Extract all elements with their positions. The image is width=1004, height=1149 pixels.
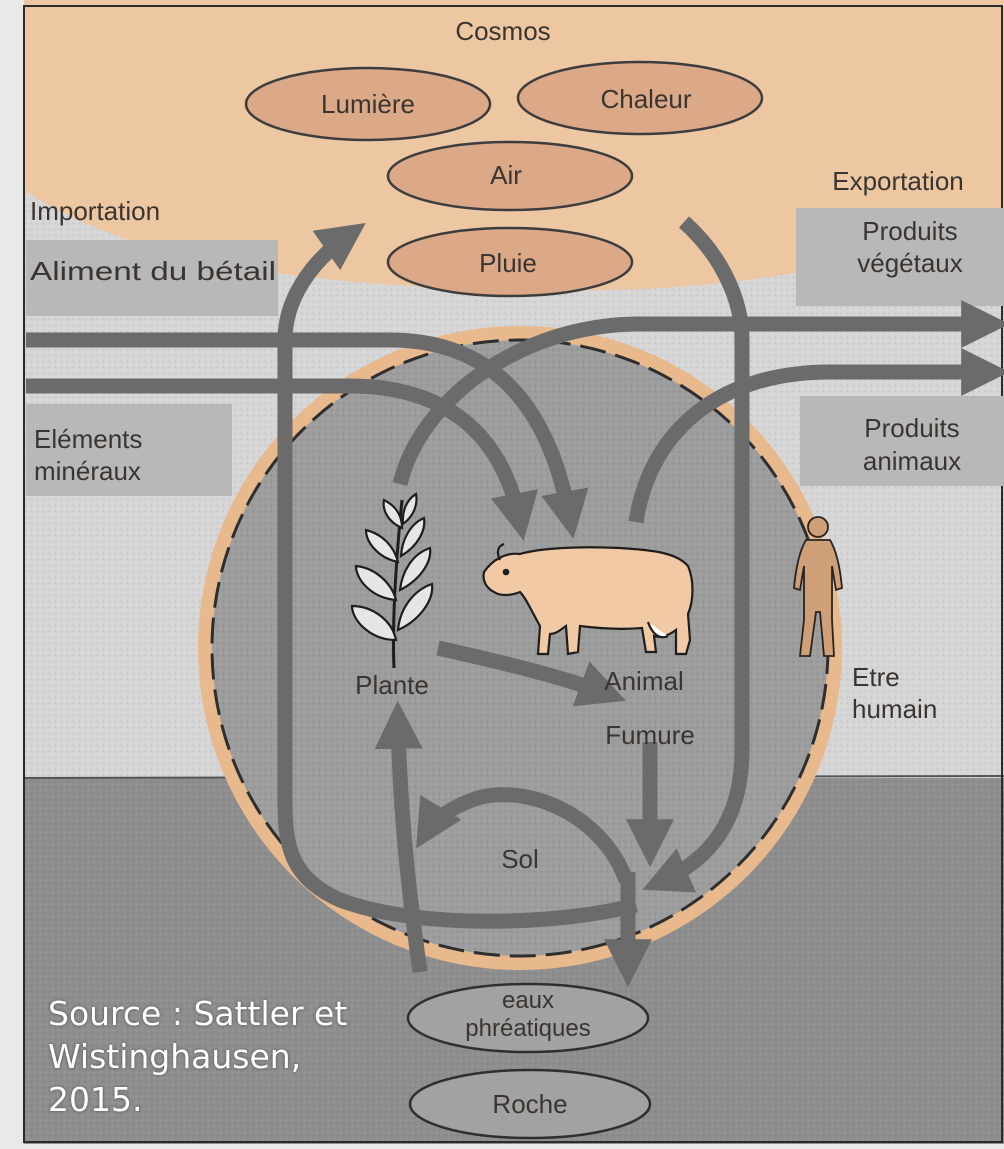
- air-label: Air: [490, 160, 522, 190]
- animal-label: Animal: [604, 666, 683, 696]
- feed-label: Aliment du bétail: [30, 256, 276, 286]
- source-caption: Source : Sattler et Wistinghausen, 2015.: [48, 992, 378, 1121]
- caption-line-1: Source : Sattler et: [48, 992, 378, 1035]
- rock-label: Roche: [492, 1089, 567, 1119]
- cosmos-label: Cosmos: [455, 16, 550, 46]
- export-title: Exportation: [832, 166, 964, 196]
- caption-line-2: Wistinghausen,: [48, 1035, 378, 1078]
- groundwater-label-line1: eaux: [502, 987, 554, 1014]
- manure-label: Fumure: [605, 720, 695, 750]
- import-title: Importation: [30, 196, 160, 226]
- rain-label: Pluie: [479, 248, 537, 278]
- light-label: Lumière: [321, 89, 415, 119]
- minerals-label-line2: minéraux: [34, 456, 141, 486]
- minerals-label-line1: Eléments: [34, 424, 142, 454]
- human-label-line1: Etre: [852, 662, 900, 692]
- plant-products-line1: Produits: [862, 216, 957, 246]
- animal-products-line2: animaux: [863, 446, 961, 476]
- plant-label: Plante: [355, 670, 429, 700]
- human-label-line2: humain: [852, 694, 937, 724]
- animal-products-line1: Produits: [864, 413, 959, 443]
- soil-label: Sol: [501, 844, 539, 874]
- plant-products-line2: végétaux: [857, 248, 963, 278]
- caption-line-3: 2015.: [48, 1078, 378, 1121]
- heat-label: Chaleur: [600, 84, 691, 114]
- groundwater-label-line2: phréatiques: [465, 1015, 590, 1042]
